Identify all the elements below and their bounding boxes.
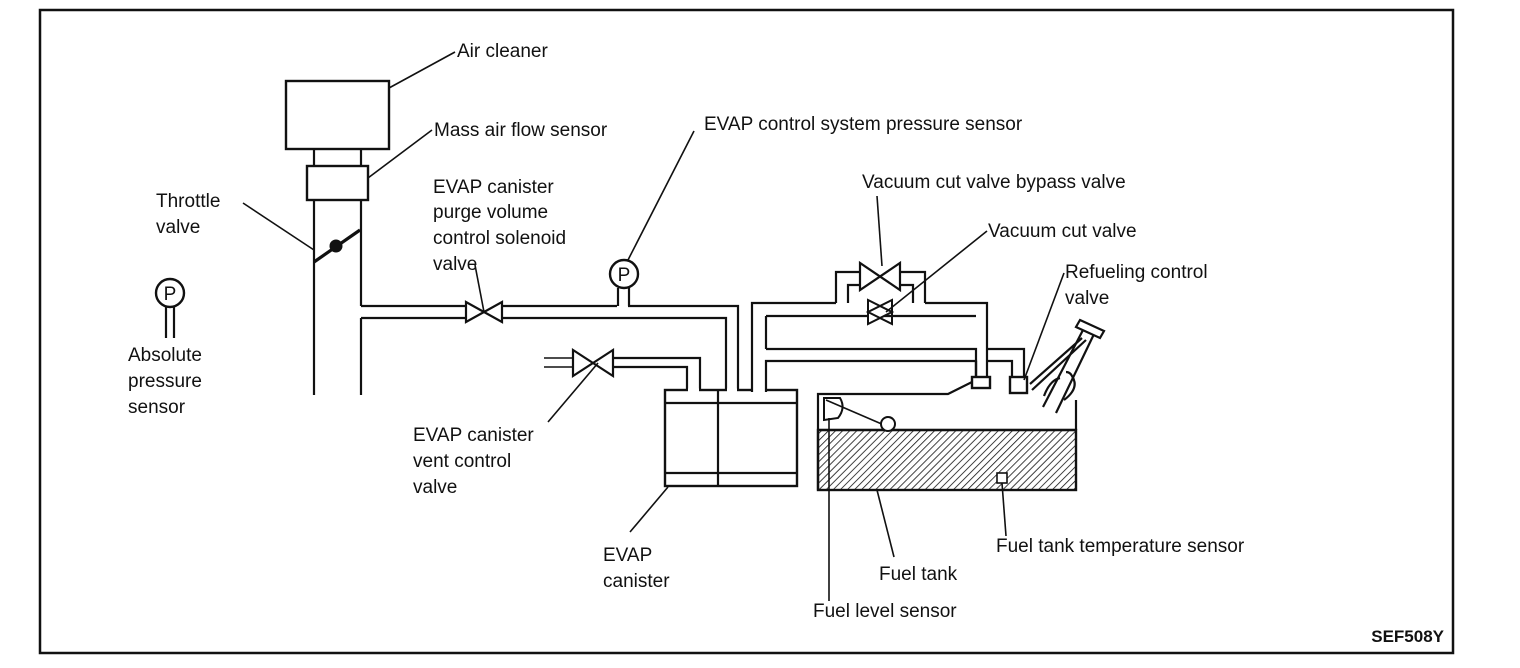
leader-lines bbox=[242, 51, 1065, 601]
label-purge-valve-1: EVAP canister bbox=[433, 177, 554, 198]
label-evap-pressure-sensor: EVAP control system pressure sensor bbox=[704, 114, 1023, 135]
tank-port-vacuum-cut bbox=[970, 375, 992, 390]
figure-code: SEF508Y bbox=[1371, 627, 1444, 646]
pressure-symbol-glyph: P bbox=[164, 284, 177, 305]
label-vent-valve-1: EVAP canister bbox=[413, 425, 534, 446]
fuel-level-sensor bbox=[823, 397, 896, 432]
refueling-control-valve bbox=[1008, 375, 1029, 395]
label-refueling-control-valve-2: valve bbox=[1065, 288, 1109, 309]
label-purge-valve-4: valve bbox=[433, 254, 477, 275]
absolute-pressure-sensor: P bbox=[154, 277, 186, 338]
mass-air-flow-sensor bbox=[305, 164, 370, 202]
purge-control-solenoid-valve bbox=[464, 300, 504, 324]
throttle-valve bbox=[313, 228, 361, 264]
evap-canister bbox=[663, 388, 799, 488]
label-vent-valve-2: vent control bbox=[413, 451, 511, 472]
vacuum-cut-valve-bypass-valve bbox=[858, 260, 902, 293]
label-fuel-tank-temperature-sensor: Fuel tank temperature sensor bbox=[996, 536, 1245, 557]
label-air-cleaner: Air cleaner bbox=[457, 41, 548, 62]
label-purge-valve-3: control solenoid bbox=[433, 228, 566, 249]
label-fuel-level-sensor: Fuel level sensor bbox=[813, 601, 957, 622]
evap-pressure-sensor: P bbox=[608, 258, 640, 306]
purge-line bbox=[361, 304, 740, 392]
air-cleaner bbox=[284, 79, 391, 151]
fuel-tank bbox=[816, 380, 1078, 492]
vacuum-cut-valve bbox=[865, 298, 895, 326]
fuel-tank-temperature-sensor bbox=[996, 472, 1008, 484]
filler-neck bbox=[1029, 318, 1106, 414]
label-throttle-valve-1: Throttle bbox=[156, 191, 220, 212]
figure-frame bbox=[38, 8, 1455, 655]
pressure-symbol-glyph: P bbox=[618, 265, 631, 286]
label-vacuum-cut-valve: Vacuum cut valve bbox=[988, 221, 1137, 242]
label-refueling-control-valve-1: Refueling control bbox=[1065, 262, 1208, 283]
label-throttle-valve-2: valve bbox=[156, 217, 200, 238]
label-absolute-pressure-sensor-2: pressure bbox=[128, 371, 202, 392]
label-purge-valve-2: purge volume bbox=[433, 202, 548, 223]
vacuum-cut-valve-loop bbox=[834, 270, 927, 303]
label-evap-canister-2: canister bbox=[603, 571, 670, 592]
label-vent-valve-3: valve bbox=[413, 477, 457, 498]
label-mass-air-flow-sensor: Mass air flow sensor bbox=[434, 120, 608, 141]
label-vacuum-cut-bypass-valve: Vacuum cut valve bypass valve bbox=[862, 172, 1126, 193]
vent-control-valve bbox=[571, 347, 615, 379]
label-absolute-pressure-sensor-3: sensor bbox=[128, 397, 186, 418]
label-fuel-tank: Fuel tank bbox=[879, 564, 958, 585]
vapor-lines bbox=[750, 301, 1026, 392]
label-absolute-pressure-sensor-1: Absolute bbox=[128, 345, 202, 366]
label-evap-canister-1: EVAP bbox=[603, 545, 652, 566]
vent-line bbox=[544, 356, 702, 392]
